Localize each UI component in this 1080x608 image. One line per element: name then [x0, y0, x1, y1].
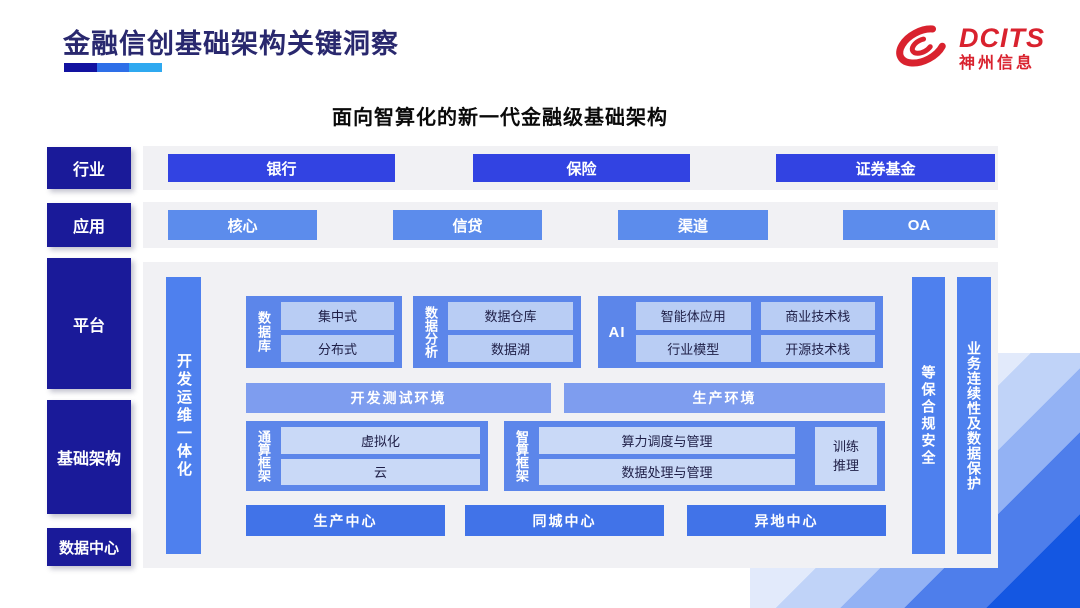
sidebar-item-infrastructure: 基础架构 [47, 400, 131, 514]
ai-box-opensource-stack: 开源技术栈 [760, 334, 875, 362]
security-vertical-bar: 等保合规安全 [912, 277, 945, 554]
logo-swirl-icon [893, 20, 951, 77]
sidebar-item-datacenter: 数据中心 [47, 528, 131, 566]
ai-group-items: 智能体应用 商业技术栈 行业模型 开源技术栈 [636, 302, 875, 362]
analytics-group-label: 数据分析 [423, 306, 438, 358]
logo-company-text: 神州信息 [959, 55, 1036, 72]
sidebar-item-industry: 行业 [47, 147, 131, 189]
analytics-box-warehouse: 数据仓库 [448, 302, 573, 330]
general-compute-group-label: 通算框架 [256, 430, 271, 482]
ai-compute-group: 智算框架 算力调度与管理 数据处理与管理 训练推理 [504, 421, 885, 491]
database-group-label: 数据库 [256, 311, 271, 353]
ai-box-commercial-stack: 商业技术栈 [760, 302, 875, 330]
industry-row: 银行 保险 证券基金 [143, 146, 998, 190]
application-box-core: 核心 [168, 210, 317, 240]
general-compute-box-virtualization: 虚拟化 [281, 427, 480, 454]
devops-vertical-bar: 开发运维一体化 [166, 277, 201, 554]
industry-box-securities-fund: 证券基金 [776, 154, 995, 182]
logo-brand-text: DCITS [959, 23, 1045, 53]
database-box-centralized: 集中式 [281, 302, 394, 330]
security-bar-label: 等保合规安全 [920, 364, 937, 467]
database-box-distributed: 分布式 [281, 334, 394, 362]
sidebar-item-application: 应用 [47, 203, 131, 247]
analytics-box-lake: 数据湖 [448, 334, 573, 362]
general-compute-box-cloud: 云 [281, 458, 480, 485]
application-box-credit: 信贷 [393, 210, 542, 240]
ai-compute-items: 算力调度与管理 数据处理与管理 [539, 427, 795, 485]
sidebar-item-platform: 平台 [47, 258, 131, 389]
accent-segment-medium [96, 63, 130, 72]
diagram-title: 面向智算化的新一代金融级基础架构 [332, 107, 668, 129]
analytics-group-items: 数据仓库 数据湖 [448, 302, 573, 362]
center-box-samecity: 同城中心 [465, 505, 664, 536]
accent-segment-light [129, 63, 163, 72]
page-title: 金融信创基础架构关键洞察 [63, 29, 399, 59]
analytics-group: 数据分析 数据仓库 数据湖 [413, 296, 581, 368]
ai-box-agent-apps: 智能体应用 [636, 302, 751, 330]
application-box-oa: OA [843, 210, 995, 240]
ai-box-industry-models: 行业模型 [636, 334, 751, 362]
center-box-production: 生产中心 [246, 505, 445, 536]
application-row: 核心 信贷 渠道 OA [143, 202, 998, 248]
production-environment-bar: 生产环境 [564, 383, 885, 413]
database-group-items: 集中式 分布式 [281, 302, 394, 362]
ai-group: AI 智能体应用 商业技术栈 行业模型 开源技术栈 [598, 296, 883, 368]
accent-segment-dark [64, 63, 97, 72]
general-compute-items: 虚拟化 云 [281, 427, 480, 485]
ai-compute-box-dataprocessing: 数据处理与管理 [539, 458, 795, 485]
application-box-channel: 渠道 [618, 210, 768, 240]
title-accent-bar [64, 63, 163, 72]
ai-compute-box-scheduling: 算力调度与管理 [539, 427, 795, 454]
continuity-vertical-bar: 业务连续性及数据保护 [957, 277, 991, 554]
general-compute-group: 通算框架 虚拟化 云 [246, 421, 488, 491]
devops-bar-label: 开发运维一体化 [175, 352, 192, 479]
continuity-bar-label: 业务连续性及数据保护 [966, 340, 982, 491]
dcits-logo: DCITS 神州信息 [893, 20, 1045, 77]
ai-compute-group-label: 智算框架 [514, 430, 529, 482]
industry-box-bank: 银行 [168, 154, 395, 182]
ai-compute-box-training-inference: 训练推理 [815, 427, 877, 485]
center-box-remote: 异地中心 [687, 505, 886, 536]
industry-box-insurance: 保险 [473, 154, 690, 182]
platform-panel: 开发运维一体化 数据库 集中式 分布式 数据分析 数据仓库 数据湖 AI 智能体… [143, 262, 998, 568]
dev-test-environment-bar: 开发测试环境 [246, 383, 551, 413]
database-group: 数据库 集中式 分布式 [246, 296, 402, 368]
ai-group-label: AI [608, 323, 626, 341]
